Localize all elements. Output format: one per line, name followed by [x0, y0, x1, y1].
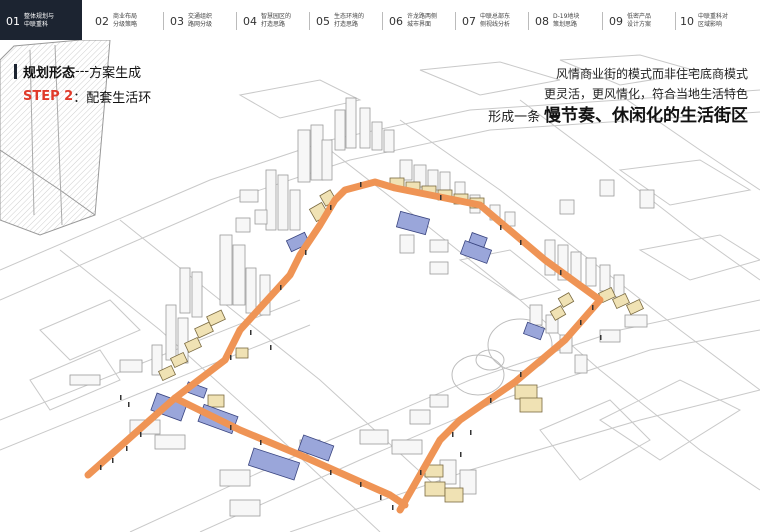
nav-item-number: 08	[535, 14, 549, 28]
nav-item-04[interactable]: 04 智慧园区的 打造思路	[243, 6, 291, 36]
heading-line: 规划形态 --- 方案生成	[14, 62, 151, 81]
nav-item-number: 04	[243, 14, 257, 28]
blue-commercial-blocks	[150, 210, 546, 481]
step-colon: ：	[73, 91, 87, 106]
nav-active-highlight	[0, 0, 82, 40]
nav-item-number: 02	[95, 14, 109, 28]
heading-accent-bar	[14, 64, 17, 79]
nav-divider	[528, 12, 529, 30]
nav-divider	[455, 12, 456, 30]
nav-item-label: D-19地块 策划思路	[553, 13, 580, 28]
nav-item-label: 许龙路两侧 城市界面	[407, 13, 438, 28]
nav-item-label: 低密产品 设计方案	[627, 13, 652, 28]
heading-main: 规划形态	[23, 66, 76, 81]
white-buildings	[69, 97, 655, 517]
step-line: STEP 2 ： 配套生活环	[23, 87, 151, 106]
nav-item-02[interactable]: 02 商业布局 分级策略	[95, 6, 137, 36]
nav-item-09[interactable]: 09 低密产品 设计方案	[609, 6, 651, 36]
nav-divider	[675, 12, 676, 30]
axonometric-site-map	[0, 40, 760, 532]
section-heading: 规划形态 --- 方案生成 STEP 2 ： 配套生活环	[14, 62, 151, 106]
nav-item-label: 整体规划与 中联重科	[24, 13, 55, 28]
nav-item-label: 商业布局 分级策略	[113, 13, 138, 28]
nav-item-08[interactable]: 08 D-19地块 策划思路	[535, 6, 579, 36]
pedestrian-figures	[100, 182, 602, 510]
heading-separator: ---	[75, 64, 90, 79]
nav-item-label: 智慧园区的 打造思路	[261, 13, 292, 28]
top-navigation: 01 整体规划与 中联重科 02 商业布局 分级策略 03 交通组织 路网分级 …	[0, 0, 760, 40]
nav-item-label: 中联重科对 区域影响	[698, 13, 729, 28]
nav-item-05[interactable]: 05 生态环境的 打造思路	[316, 6, 364, 36]
nav-item-label: 交通组织 路网分级	[188, 13, 213, 28]
heading-sub: 方案生成	[89, 66, 142, 81]
nav-item-03[interactable]: 03 交通组织 路网分级	[170, 6, 212, 36]
nav-divider	[309, 12, 310, 30]
step-label: STEP 2	[23, 89, 74, 104]
description-emphasis: 慢节奏、休闲化的生活街区	[544, 106, 748, 126]
living-loop-route	[84, 178, 604, 514]
nav-item-number: 07	[462, 14, 476, 28]
nav-item-number: 01	[6, 14, 20, 28]
nav-item-label: 中联总部东 侧视线分析	[480, 13, 511, 28]
nav-item-number: 09	[609, 14, 623, 28]
nav-item-10[interactable]: 10 中联重科对 区域影响	[680, 6, 728, 36]
description-prefix: 形成一条	[488, 110, 541, 125]
nav-item-label: 生态环境的 打造思路	[334, 13, 365, 28]
nav-divider	[236, 12, 237, 30]
nav-divider	[602, 12, 603, 30]
round-plaza	[451, 318, 553, 396]
nav-item-01[interactable]: 01 整体规划与 中联重科	[6, 6, 54, 36]
nav-item-number: 10	[680, 14, 694, 28]
landmark-building	[0, 40, 111, 236]
nav-item-number: 05	[316, 14, 330, 28]
description-line-3: 形成一条 慢节奏、休闲化的生活街区	[488, 106, 748, 128]
description-line-1: 风情商业街的模式而非住宅底商模式	[555, 67, 748, 81]
nav-divider	[163, 12, 164, 30]
nav-item-number: 03	[170, 14, 184, 28]
nav-item-07[interactable]: 07 中联总部东 侧视线分析	[462, 6, 510, 36]
step-text: 配套生活环	[86, 91, 152, 106]
nav-item-number: 06	[389, 14, 403, 28]
description-block: 风情商业街的模式而非住宅底商模式 更灵活，更风情化，符合当地生活特色 形成一条 …	[488, 64, 748, 128]
description-line-2: 更灵活，更风情化，符合当地生活特色	[543, 87, 748, 101]
nav-item-06[interactable]: 06 许龙路两侧 城市界面	[389, 6, 437, 36]
nav-divider	[382, 12, 383, 30]
